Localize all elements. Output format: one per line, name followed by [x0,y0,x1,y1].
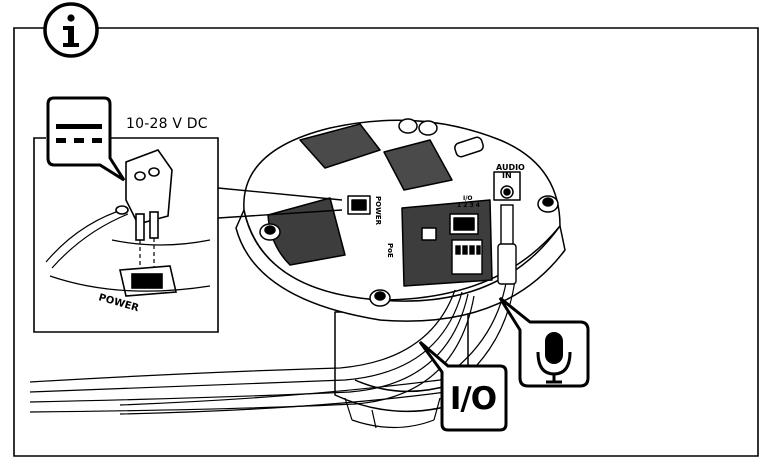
callout-lines [217,187,343,219]
svg-text:POWER: POWER [374,196,382,226]
voltage-label: 10-28 V DC [126,116,208,132]
svg-text:I/O: I/O [463,195,473,202]
audio-plug [497,204,517,285]
io-terminal-plug [451,239,483,275]
camera-port-labels: AUDIO IN I/O 1 2 3 4 PoE POWER [374,163,525,258]
diagram-frame [13,27,759,457]
microphone-icon [498,296,590,388]
svg-text:PoE: PoE [386,243,394,258]
io-label: I/O [449,381,497,417]
svg-text:1 2 3 4: 1 2 3 4 [457,202,480,209]
cables [29,269,517,415]
svg-text:IN: IN [502,171,512,180]
power-inset [33,137,219,333]
io-badge [418,340,508,432]
dc-power-symbol-icon [46,96,126,182]
svg-text:AUDIO: AUDIO [496,163,525,172]
info-icon [43,2,99,58]
